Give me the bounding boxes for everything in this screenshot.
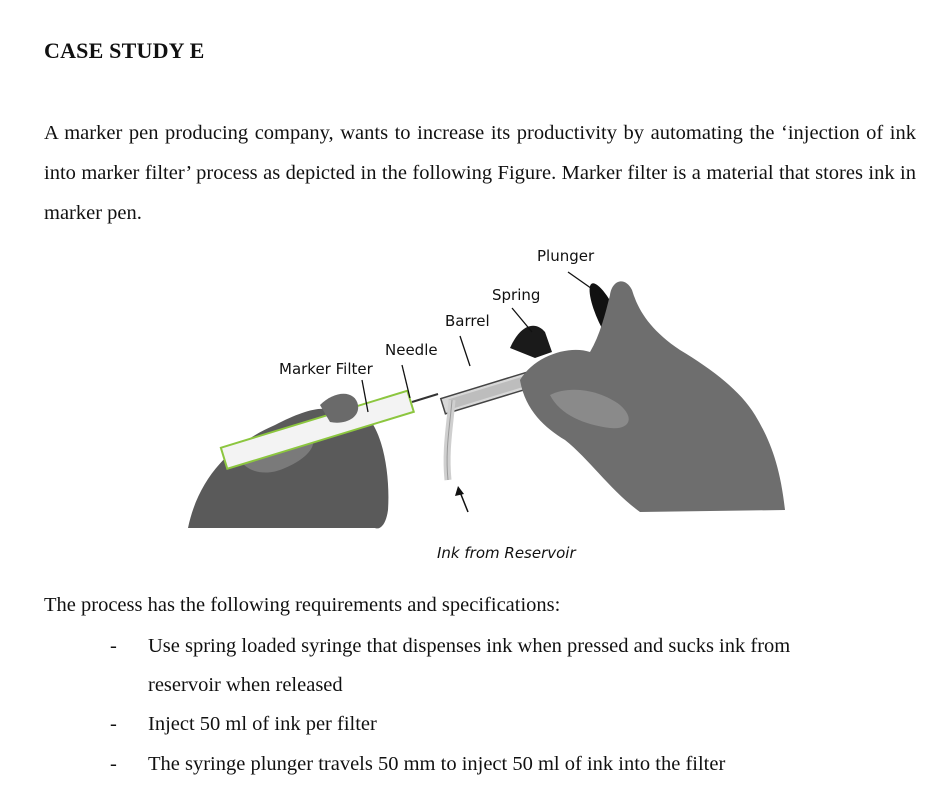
- ink-arrow-icon: [459, 491, 469, 513]
- marker-filter-image: [219, 389, 416, 471]
- label-plunger: Plunger: [537, 247, 595, 265]
- list-dash: -: [110, 635, 117, 657]
- label-ink-from-reservoir: Ink from Reservoir: [437, 544, 576, 562]
- label-needle: Needle: [385, 341, 438, 359]
- label-marker-filter: Marker Filter: [279, 360, 373, 378]
- needle-image: [411, 393, 439, 403]
- right-hand-image: [520, 281, 785, 512]
- spring-flange-image: [510, 325, 552, 358]
- label-spring: Spring: [492, 286, 541, 304]
- label-barrel: Barrel: [445, 312, 490, 330]
- case-study-heading: CASE STUDY E: [44, 38, 205, 63]
- requirement-text: Use spring loaded syringe that dispenses…: [148, 635, 791, 657]
- requirement-text: reservoir when released: [148, 674, 343, 696]
- list-dash: -: [110, 713, 117, 735]
- syringe-figure: Plunger Spring Barrel Needle Marker Filt…: [180, 240, 820, 570]
- requirement-text: The syringe plunger travels 50 mm to inj…: [148, 753, 726, 775]
- list-dash: -: [110, 753, 117, 775]
- requirements-intro: The process has the following requiremen…: [44, 594, 561, 616]
- requirement-text: Inject 50 ml of ink per filter: [148, 713, 377, 735]
- intro-paragraph: A marker pen producing company, wants to…: [44, 122, 916, 224]
- syringe-illustration: [188, 271, 785, 529]
